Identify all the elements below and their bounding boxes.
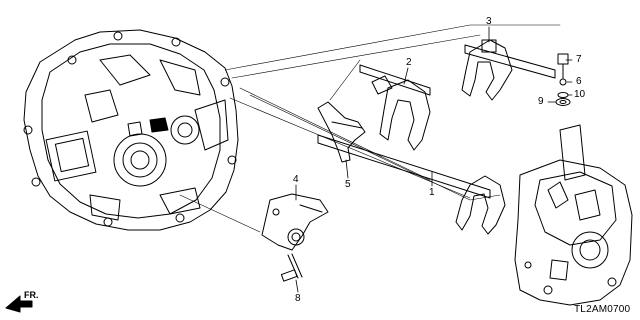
callout-8: 8 [295, 293, 301, 304]
callout-4: 4 [293, 174, 299, 185]
bracket-part-4 [261, 193, 329, 251]
callout-7: 7 [576, 54, 582, 65]
bolt-part-8 [280, 253, 303, 282]
callout-9: 9 [538, 96, 544, 107]
diagram-code: TL2AM0700 [574, 304, 631, 315]
transmission-housing [23, 29, 239, 231]
callout-3: 3 [486, 16, 492, 27]
callout-leaders [295, 26, 573, 293]
callout-6: 6 [576, 76, 582, 87]
shift-piece-part-5 [317, 101, 366, 163]
shift-fork-part-3 [461, 39, 556, 101]
front-direction-arrow [5, 295, 33, 313]
callout-1: 1 [429, 187, 435, 198]
front-direction-label: FR. [24, 290, 39, 300]
shift-fork-part-2 [359, 64, 431, 151]
transmission-case [514, 124, 633, 306]
callout-2: 2 [406, 57, 412, 68]
callout-5: 5 [345, 179, 351, 190]
callout-10: 10 [574, 89, 586, 100]
hardware-parts-6-7-9-10 [555, 53, 571, 106]
shift-rod-part-1 [317, 134, 506, 235]
